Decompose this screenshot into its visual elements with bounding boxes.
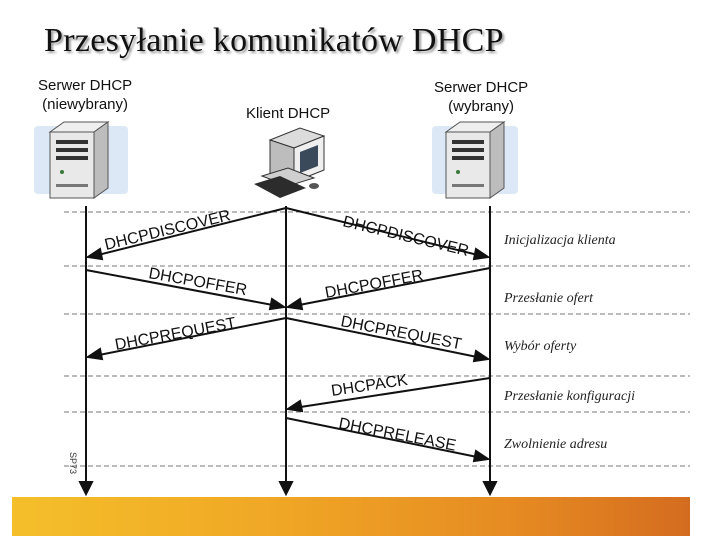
arrow-request-right [285, 317, 483, 359]
arrow-offer-left [85, 269, 279, 307]
label-request-right: DHCPREQUEST [339, 313, 463, 353]
server-right-name: Serwer DHCP [434, 79, 529, 96]
arrow-release [285, 417, 483, 459]
lifelines [78, 206, 498, 497]
lifeline-arrowhead [482, 481, 498, 497]
phase-label-release: Zwolnienie adresu [504, 437, 607, 452]
server-left-name: Serwer DHCP [38, 77, 133, 94]
arrowhead [268, 297, 287, 311]
page-title: Przesyłanie komunikatów DHCP [44, 22, 504, 59]
client-label: Klient DHCP [246, 104, 330, 123]
server-right-status: (wybrany) [448, 98, 515, 115]
arrowhead [472, 449, 491, 463]
arrow-ack [293, 377, 491, 409]
label-offer-right: DHCPOFFER [324, 267, 425, 302]
phase-label-offers: Przesłanie ofert [503, 291, 594, 306]
side-code: SP73 [68, 452, 78, 474]
label-discover-right: DHCPDISCOVER [341, 213, 470, 260]
label-discover-left: DHCPDISCOVER [103, 207, 232, 254]
message-arrows [85, 207, 491, 463]
arrow-discover-right [285, 207, 483, 257]
arrow-discover-left [93, 207, 287, 257]
client-name: Klient DHCP [246, 105, 331, 122]
lifeline-arrowhead [78, 481, 94, 497]
server-left-icon [34, 121, 128, 199]
arrowhead [472, 247, 491, 261]
arrowhead [85, 247, 104, 261]
arrowhead [472, 349, 491, 363]
client-pc-icon [254, 127, 326, 198]
phase-separators [64, 211, 690, 467]
bottom-bar [12, 497, 690, 536]
label-offer-left: DHCPOFFER [147, 265, 248, 299]
server-left-status: (niewybrany) [42, 96, 129, 113]
label-release: DHCPRELEASE [337, 415, 457, 454]
phase-label-select: Wybór oferty [504, 339, 577, 354]
arrow-request-left [93, 317, 287, 357]
server-left-label: Serwer DHCP (niewybrany) [38, 76, 132, 114]
label-request-left: DHCPREQUEST [114, 315, 238, 354]
phase-label-config: Przesłanie konfiguracji [503, 389, 635, 404]
server-right-icon [432, 121, 518, 199]
arrowhead [285, 297, 304, 311]
arrowhead [85, 347, 104, 361]
arrow-offer-right [293, 267, 491, 307]
server-right-label: Serwer DHCP (wybrany) [434, 78, 528, 116]
arrowhead [285, 399, 304, 413]
phase-label-init: Inicjalizacja klienta [503, 233, 616, 248]
lifeline-arrowhead [278, 481, 294, 497]
